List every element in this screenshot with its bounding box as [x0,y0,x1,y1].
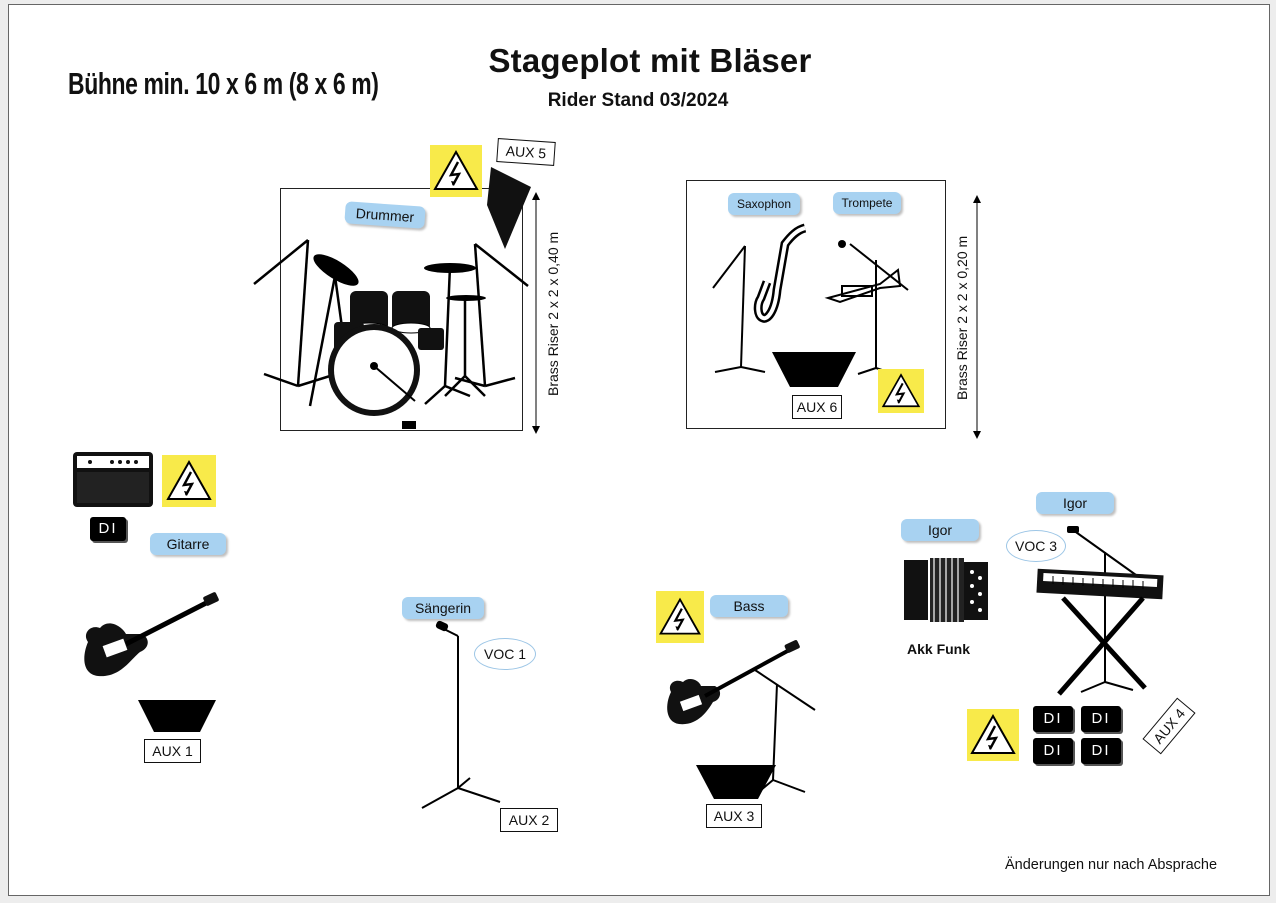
monitor-wedge-icon [696,765,776,799]
label-igor-keys: Igor [1036,492,1114,514]
electric-guitar-icon [84,592,219,677]
monitor-wedge-icon [138,700,216,732]
high-voltage-warning-icon [967,709,1019,761]
saxophone-icon [712,223,807,373]
keys-di-box-1: DI [1033,706,1073,732]
drum-riser-label: Brass Riser 2 x 2 x 0,40 m [545,231,561,396]
label-bass: Bass [710,595,788,617]
keyboard-stand-icon [1036,526,1164,696]
aux-6: AUX 6 [792,395,842,419]
label-saengerin: Sängerin [402,597,484,619]
spotlight-icon [487,167,531,249]
aux-1: AUX 1 [144,739,201,763]
drum-riser-dimension-arrow [532,192,540,434]
guitar-amp-icon [73,452,153,507]
guitar-di-box: DI [90,517,126,541]
bass-guitar-icon [667,640,816,796]
page-subtitle: Rider Stand 03/2024 [547,90,729,111]
keys-di-box-2: DI [1081,706,1121,732]
voc-1: VOC 1 [474,638,536,670]
monitor-wedge-icon [772,352,856,387]
label-igor-accordion: Igor [901,519,979,541]
voc-3: VOC 3 [1006,530,1066,562]
keys-di-box-3: DI [1033,738,1073,764]
label-saxophon: Saxophon [728,193,800,215]
aux-3: AUX 3 [706,804,762,828]
high-voltage-warning-icon [656,591,704,643]
aux-5: AUX 5 [496,138,556,166]
drum-riser-box [280,188,523,431]
keys-di-box-4: DI [1081,738,1121,764]
high-voltage-warning-icon [162,455,216,507]
footer-note: Änderungen nur nach Absprache [1005,857,1218,873]
high-voltage-warning-icon [430,145,482,197]
stage-size: Bühne min. 10 x 6 m (8 x 6 m) [68,66,379,101]
brass-riser-box [686,180,946,429]
aux-2: AUX 2 [500,808,558,832]
page-title: Stageplot mit Bläser [488,42,812,79]
accordion-icon [904,558,988,622]
accordion-caption: Akk Funk [907,641,971,657]
label-gitarre: Gitarre [150,533,226,555]
mic-stand-icon [421,620,501,809]
drum-kit-icon [253,239,529,429]
label-trompete: Trompete [833,192,901,214]
brass-riser-label: Brass Riser 2 x 2 x 0,20 m [954,235,970,400]
high-voltage-warning-icon [878,369,924,413]
brass-riser-dimension-arrow [973,195,981,439]
